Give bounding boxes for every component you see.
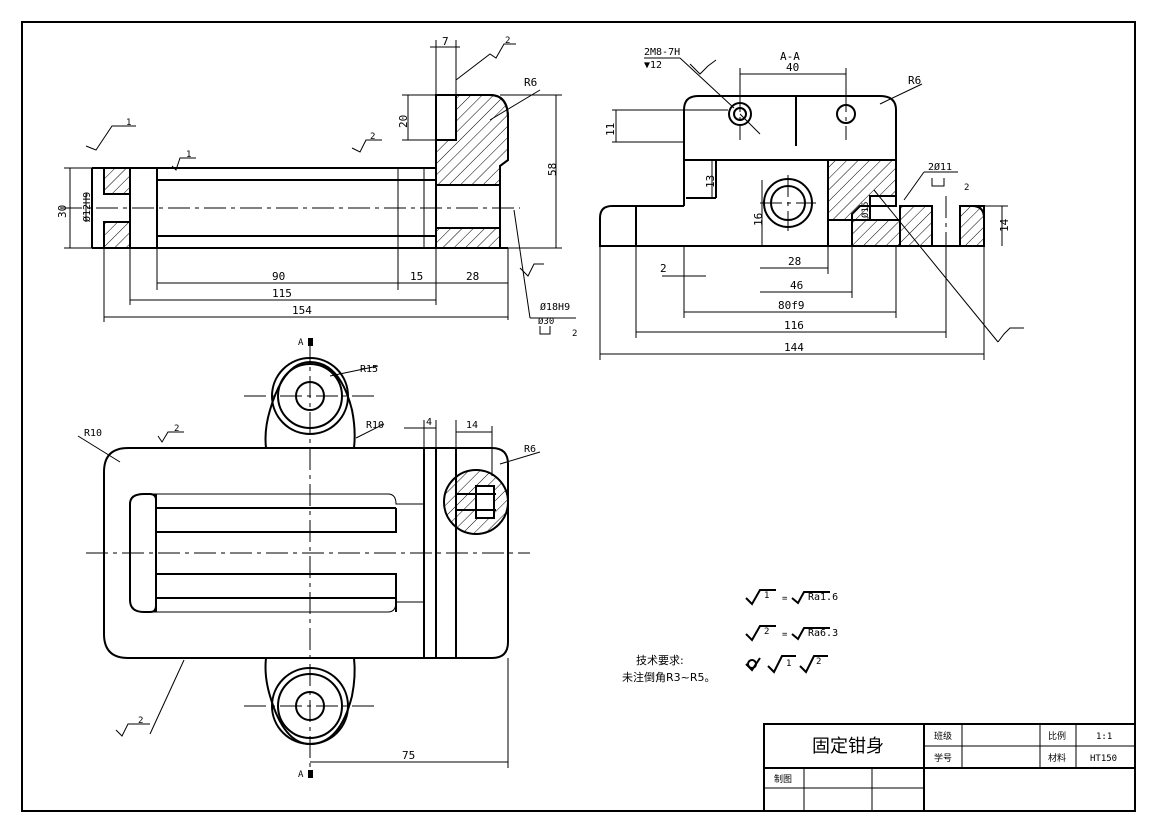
roughness-label: 2 <box>505 36 510 46</box>
dim-r6-bottom: R6 <box>524 444 536 455</box>
roughness-label: 1 <box>186 150 191 160</box>
section-view-a-a <box>599 90 985 252</box>
roughness-label: 2 <box>764 627 769 637</box>
drawing-frame <box>21 21 1136 812</box>
dim-28: 28 <box>466 270 479 283</box>
front-view-dimensions: 7 20 58 30 Ø12H9 90 15 28 115 154 R6 <box>56 35 577 339</box>
roughness-label: 1 <box>764 591 769 601</box>
top-view: A A <box>86 338 530 780</box>
roughness-label: 2 <box>138 716 143 726</box>
dim-40: 40 <box>786 61 799 74</box>
roughness-label: 2 <box>816 657 821 667</box>
title-block: 固定钳身 班级 学号 比例 1:1 材料 HT150 制图 <box>763 723 1136 812</box>
dim-14: 14 <box>998 218 1011 232</box>
front-view <box>60 94 520 249</box>
roughness-marks-front: 1 1 2 2 <box>85 36 544 277</box>
dim-28-section: 28 <box>788 255 801 268</box>
dim-154: 154 <box>292 304 312 317</box>
scale-label: 比例 <box>1048 730 1066 742</box>
callout-2d11: 2Ø11 <box>928 161 952 173</box>
dim-75: 75 <box>402 749 415 762</box>
roughness-label: 1 <box>786 659 791 669</box>
callout-d18h9: Ø18H9 <box>540 301 570 313</box>
legend-ra16: Ra1.6 <box>808 592 838 603</box>
dim-r6-top: R6 <box>524 76 537 89</box>
dim-16: 16 <box>752 213 765 226</box>
callout-thread: 2M8-7H <box>644 47 680 58</box>
legend-ra63: Ra6.3 <box>808 628 838 639</box>
class-label: 班级 <box>934 730 952 742</box>
scale-value: 1:1 <box>1096 732 1112 742</box>
dim-13: 13 <box>704 175 717 188</box>
dim-80f9: 80f9 <box>778 299 805 312</box>
equals-sign: = <box>782 594 788 604</box>
view-marker-bottom: A <box>298 770 304 780</box>
section-view-dimensions: A-A 40 R6 11 13 16 28 46 80f9 116 144 2 <box>599 47 1024 360</box>
dim-7: 7 <box>442 35 449 48</box>
callout-depth-2-left: 2 <box>572 329 577 339</box>
dim-15: 15 <box>410 270 423 283</box>
dim-115: 115 <box>272 287 292 300</box>
view-marker-top: A <box>298 338 304 348</box>
dim-20: 20 <box>397 115 410 128</box>
material-label: 材料 <box>1048 752 1066 764</box>
part-name: 固定钳身 <box>812 736 884 757</box>
equals-sign: = <box>782 630 788 640</box>
section-title: A-A <box>780 50 800 63</box>
dim-14-bottom: 14 <box>466 420 478 431</box>
dim-144: 144 <box>784 341 804 354</box>
dim-r10-right: R10 <box>366 420 384 431</box>
dim-90: 90 <box>272 270 285 283</box>
dim-46: 46 <box>790 279 803 292</box>
roughness-label: 2 <box>370 132 375 142</box>
dim-116: 116 <box>784 319 804 332</box>
material-value: HT150 <box>1090 754 1117 764</box>
dim-11: 11 <box>604 123 617 136</box>
technical-notes: 技术要求: 未注倒角R3~R5。 <box>622 654 716 684</box>
student-label: 学号 <box>934 752 952 764</box>
callout-depth-2-right: 2 <box>964 183 969 193</box>
roughness-label: 1 <box>126 118 131 128</box>
top-view-dimensions: R15 R10 R10 4 14 R6 75 2 2 <box>77 364 541 768</box>
dim-r15: R15 <box>360 364 378 375</box>
dim-d12h9: Ø12H9 <box>81 192 93 222</box>
callout-d30: Ø30 <box>538 316 554 327</box>
dim-2: 2 <box>660 262 667 275</box>
dim-r6-section: R6 <box>908 74 921 87</box>
dim-r10-left: R10 <box>84 428 102 439</box>
roughness-legend: 1 = Ra1.6 2 = Ra6.3 1 2 <box>745 589 838 674</box>
dim-30: 30 <box>56 205 69 218</box>
dim-4: 4 <box>426 417 432 428</box>
dim-d16: Ø16 <box>860 202 871 218</box>
roughness-label: 2 <box>174 424 179 434</box>
notes-line-1: 未注倒角R3~R5。 <box>622 670 716 684</box>
drawn-label: 制图 <box>774 773 792 785</box>
notes-title: 技术要求: <box>636 654 684 667</box>
callout-thread-depth: ▼12 <box>644 60 662 71</box>
dim-58: 58 <box>546 163 559 176</box>
